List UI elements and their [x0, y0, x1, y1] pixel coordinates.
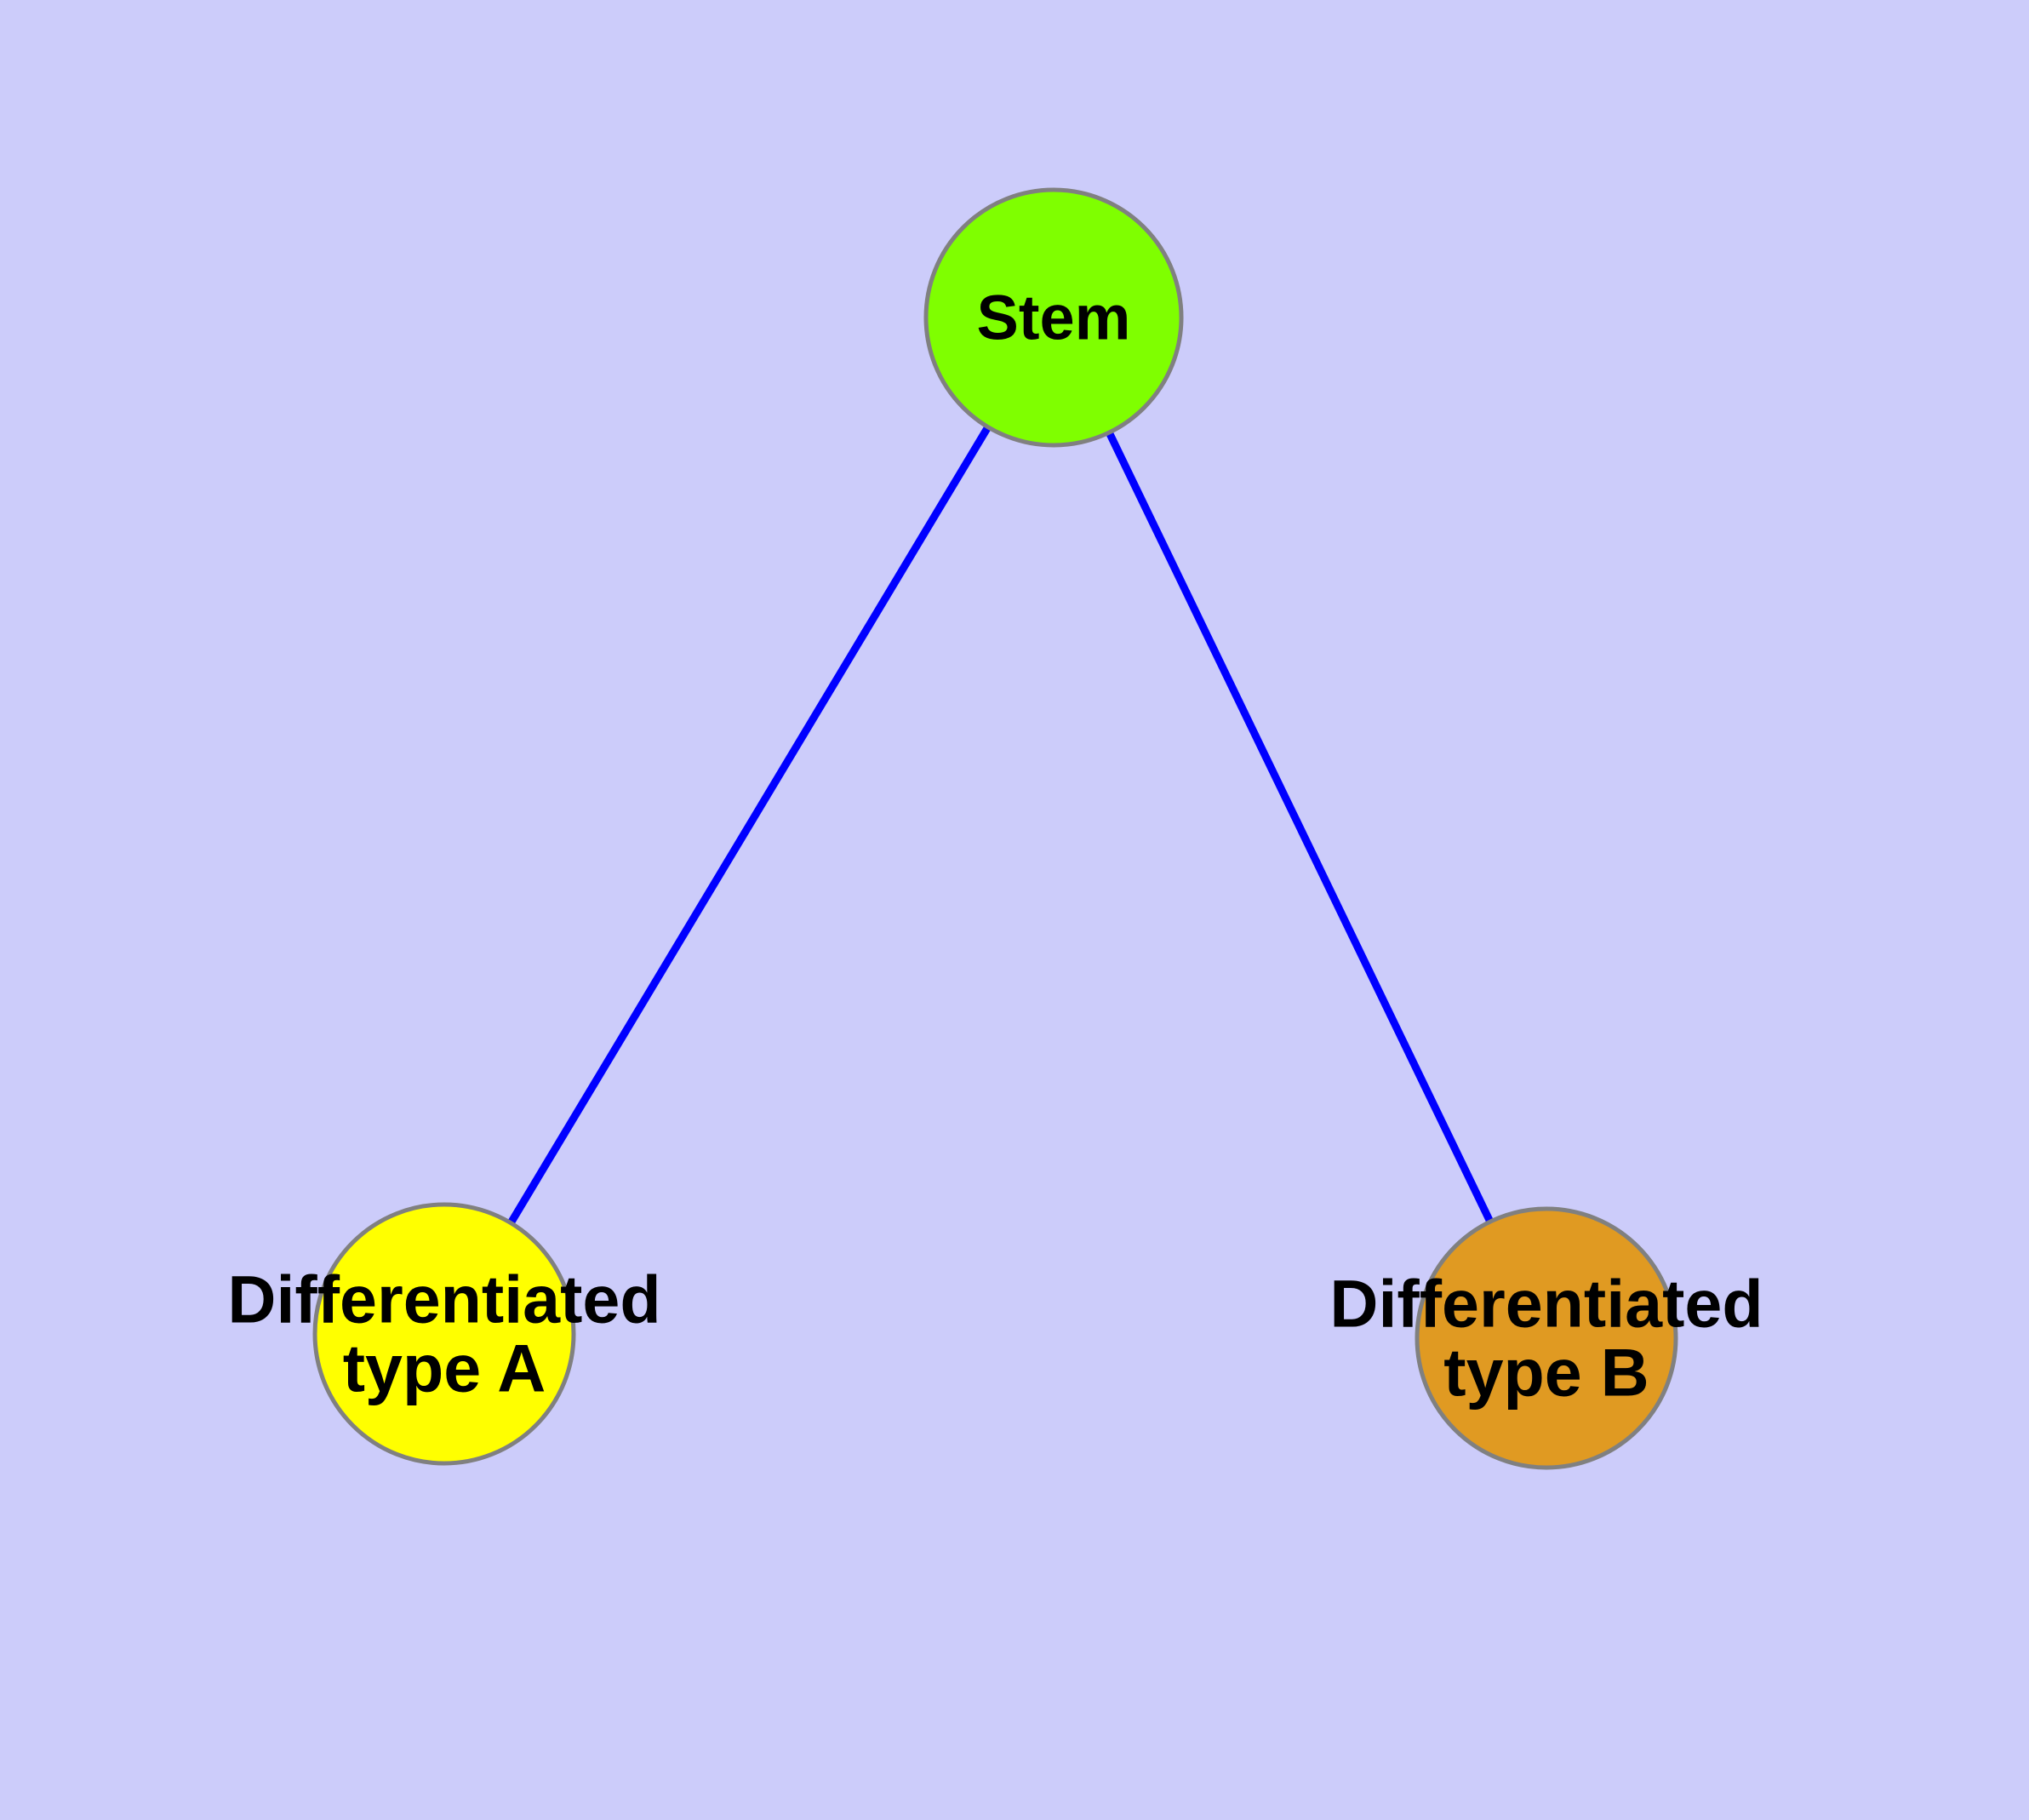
- node-layer: [312, 187, 1678, 1470]
- node-stem[interactable]: [923, 187, 1184, 448]
- edge-stem-to-differentiated-type-a[interactable]: [441, 315, 1057, 1336]
- node-differentiated-type-a[interactable]: [312, 1202, 576, 1466]
- node-differentiated-type-b[interactable]: [1415, 1206, 1678, 1470]
- edge-stem-to-differentiated-type-b[interactable]: [1049, 316, 1551, 1340]
- edge-layer: [441, 315, 1551, 1340]
